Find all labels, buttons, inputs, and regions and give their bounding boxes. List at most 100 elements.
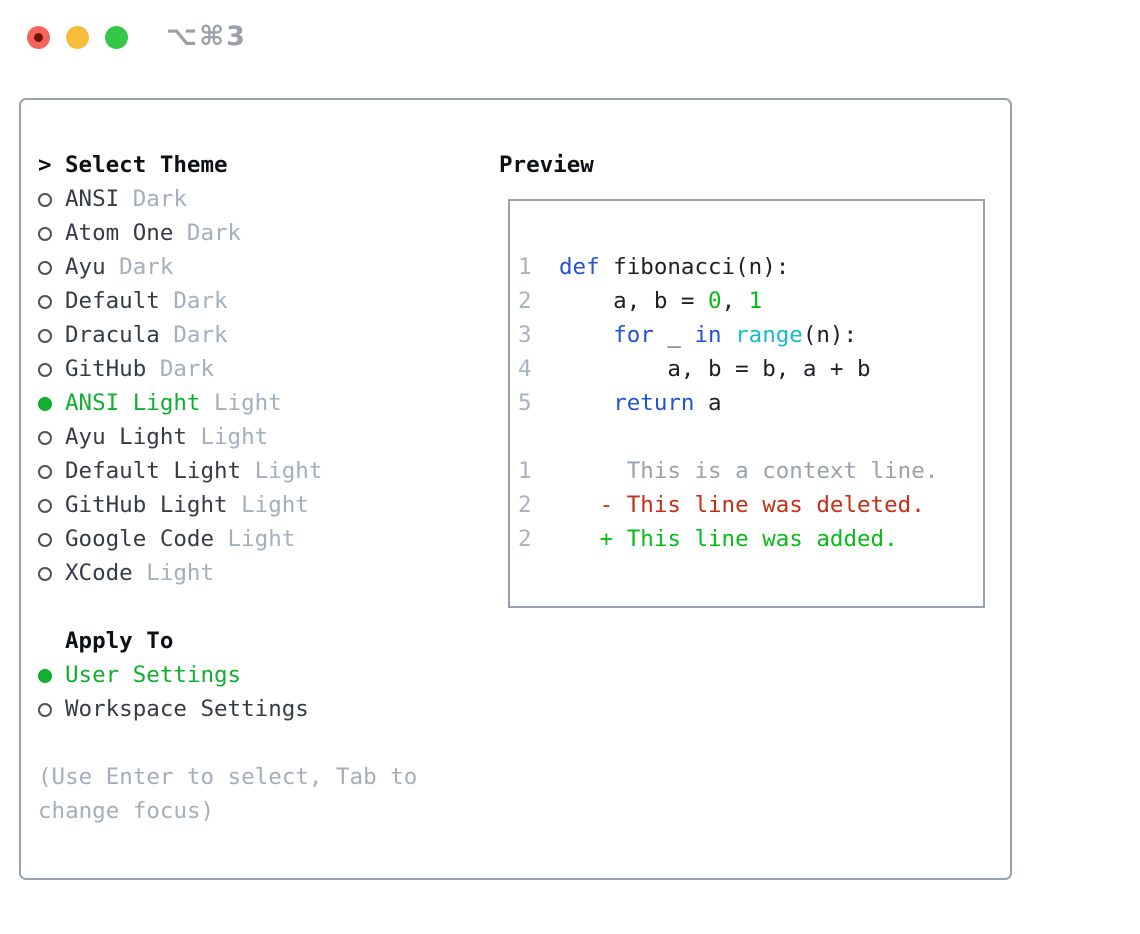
zoom-button[interactable]: [105, 26, 128, 49]
radio-unselected-icon: [38, 465, 52, 479]
radio-unselected-icon: [38, 193, 52, 207]
radio-icon: [38, 250, 65, 284]
theme-variant: Light: [186, 424, 269, 450]
preview-header: Preview: [499, 152, 594, 178]
radio-selected-icon: [38, 397, 52, 411]
theme-name: XCode: [65, 560, 133, 586]
line-number: 1: [518, 458, 532, 484]
apply-option-user-settings[interactable]: User Settings: [38, 658, 417, 692]
radio-icon: [38, 488, 65, 522]
theme-name: ANSI Light: [65, 390, 201, 416]
theme-option-ayu[interactable]: Ayu Dark: [38, 250, 417, 284]
theme-option-google-code[interactable]: Google Code Light: [38, 522, 417, 556]
theme-name: GitHub Light: [65, 492, 228, 518]
apply-to-header: Apply To: [38, 624, 417, 658]
theme-variant: Dark: [159, 322, 228, 348]
help-line-1: (Use Enter to select, Tab to: [38, 764, 418, 790]
code-token: 0: [708, 288, 722, 314]
theme-variant: Dark: [119, 186, 187, 212]
radio-icon: [38, 454, 65, 488]
theme-name: Google Code: [65, 526, 215, 552]
minimize-button[interactable]: [66, 26, 89, 49]
code-token: 1: [748, 288, 763, 314]
apply-option-workspace-settings[interactable]: Workspace Settings: [38, 692, 417, 726]
radio-selected-icon: [38, 669, 52, 683]
close-button[interactable]: [27, 26, 50, 49]
code-token: a: [694, 390, 722, 416]
theme-option-default-light[interactable]: Default Light Light: [38, 454, 417, 488]
diff-line-1: 1 This is a context line.: [518, 454, 983, 488]
radio-icon: [38, 216, 65, 250]
theme-variant: Dark: [105, 254, 174, 280]
radio-icon: [38, 318, 65, 352]
spacer: [518, 420, 983, 454]
theme-option-dracula[interactable]: Dracula Dark: [38, 318, 417, 352]
radio-icon: [38, 692, 65, 726]
code-token: ,: [721, 288, 749, 314]
radio-unselected-icon: [38, 227, 52, 241]
code-token: [722, 322, 736, 348]
apply-option-label: Workspace Settings: [65, 696, 309, 722]
window-title: ⌥⌘3: [166, 21, 247, 52]
code-token: _: [653, 322, 695, 348]
theme-name: Ayu: [65, 254, 106, 280]
code-token: + This line was added.: [559, 526, 898, 552]
theme-option-ayu-light[interactable]: Ayu Light Light: [38, 420, 417, 454]
code-token: for: [613, 322, 654, 348]
theme-variant: Light: [227, 492, 309, 518]
theme-option-github[interactable]: GitHub Dark: [38, 352, 417, 386]
line-number: 2: [518, 526, 532, 552]
radio-icon: [38, 420, 65, 454]
theme-name: Dracula: [65, 322, 160, 348]
theme-option-atom-one[interactable]: Atom One Dark: [38, 216, 417, 250]
diff-line-3: 2 + This line was added.: [518, 522, 983, 556]
radio-icon: [38, 658, 65, 692]
theme-name: Atom One: [65, 220, 174, 246]
radio-unselected-icon: [38, 295, 52, 309]
theme-name: Default: [65, 288, 160, 314]
code-token: return: [613, 390, 695, 416]
theme-option-ansi-light[interactable]: ANSI Light Light: [38, 386, 417, 420]
theme-option-github-light[interactable]: GitHub Light Light: [38, 488, 417, 522]
radio-unselected-icon: [38, 533, 52, 547]
line-number: 5: [518, 390, 532, 416]
theme-name: GitHub: [65, 356, 147, 382]
code-token: fibonacci(n):: [599, 254, 790, 280]
line-number: 4: [518, 356, 532, 382]
theme-variant: Dark: [173, 220, 242, 246]
theme-variant: Light: [200, 390, 282, 416]
radio-icon: [38, 556, 65, 590]
radio-unselected-icon: [38, 499, 52, 513]
select-theme-header: >Select Theme: [38, 148, 417, 182]
apply-to-header-label: Apply To: [65, 628, 174, 654]
theme-variant: Light: [132, 560, 215, 586]
code-line-3: 3 for _ in range(n):: [518, 318, 983, 352]
theme-option-xcode[interactable]: XCode Light: [38, 556, 417, 590]
code-token: a, b = b, a + b: [559, 356, 871, 382]
spacer: [38, 590, 417, 624]
diff-line-2: 2 - This line was deleted.: [518, 488, 983, 522]
theme-variant: Dark: [146, 356, 215, 382]
theme-variant: Dark: [159, 288, 228, 314]
radio-icon: [38, 352, 65, 386]
select-theme-header-label: Select Theme: [65, 152, 228, 178]
theme-option-ansi[interactable]: ANSI Dark: [38, 182, 417, 216]
code-token: a, b =: [559, 288, 709, 314]
line-number: 1: [518, 254, 532, 280]
line-number: 2: [518, 492, 532, 518]
theme-option-default[interactable]: Default Dark: [38, 284, 417, 318]
apply-option-label: User Settings: [65, 662, 242, 688]
line-number: 2: [518, 288, 532, 314]
radio-icon: [38, 522, 65, 556]
theme-name: ANSI: [65, 186, 120, 212]
radio-unselected-icon: [38, 363, 52, 377]
code-token: [559, 322, 613, 348]
radio-unselected-icon: [38, 567, 52, 581]
help-text: (Use Enter to select, Tab to change focu…: [38, 760, 417, 828]
